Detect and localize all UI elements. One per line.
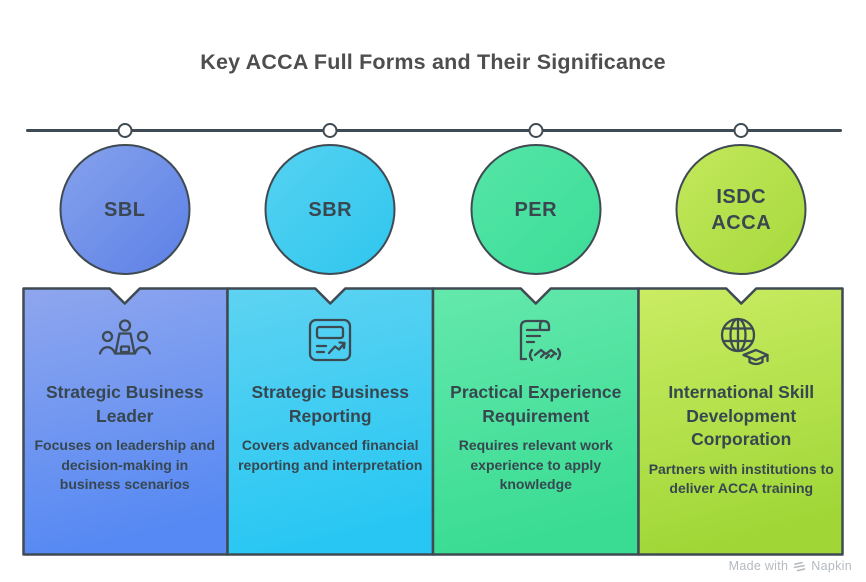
panel-per: Practical Experience Requirement Require… xyxy=(433,287,639,556)
bubble-label: PER xyxy=(514,198,558,221)
panels-background xyxy=(22,287,844,556)
panel-shape-per xyxy=(431,287,640,556)
column-sbl: SBL Str xyxy=(22,123,228,556)
panel-heading: Strategic Business Reporting xyxy=(251,382,410,426)
bubble-sbl: SBL xyxy=(59,144,191,275)
panel-description: Requires relevant work experience to app… xyxy=(458,437,613,492)
timeline-node xyxy=(117,123,133,138)
panel-shape-sbl xyxy=(22,287,229,556)
column-isdc: ISDC ACCA xyxy=(639,123,845,556)
certificate-handshake-icon xyxy=(442,313,630,369)
panel-heading: Strategic Business Leader xyxy=(45,382,204,426)
panel-shape-sbr xyxy=(226,287,435,556)
column-sbr: SBR Strategic Business xyxy=(228,123,434,556)
globe-graduation-icon xyxy=(648,313,836,369)
page-title: Key ACCA Full Forms and Their Significan… xyxy=(200,50,666,74)
timeline-node xyxy=(733,123,749,138)
panel-heading: Practical Experience Requirement xyxy=(450,382,622,426)
panel-isdc: International Skill Development Corporat… xyxy=(639,287,845,556)
timeline-node xyxy=(528,123,544,138)
panel-sbr: Strategic Business Reporting Covers adva… xyxy=(228,287,434,556)
column-per: PER xyxy=(433,123,639,556)
panel-description: Partners with institutions to deliver AC… xyxy=(648,460,834,497)
columns-wrap: SBL Str xyxy=(22,123,844,556)
panel-sbl: Strategic Business Leader Focuses on lea… xyxy=(22,287,228,556)
watermark: Made with Napkin xyxy=(729,559,852,573)
report-chart-icon xyxy=(237,313,425,369)
watermark-brand: Napkin xyxy=(811,559,852,573)
panel-description: Covers advanced financial reporting and … xyxy=(238,437,423,473)
panel-heading: International Skill Development Corporat… xyxy=(668,382,815,450)
bubble-sbr: SBR xyxy=(264,144,396,275)
bubble-per: PER xyxy=(470,144,602,275)
bubble-label: ISDC ACCA xyxy=(711,185,772,234)
bubble-label: SBR xyxy=(308,198,353,221)
bubble-isdc: ISDC ACCA xyxy=(675,144,807,275)
panel-description: Focuses on leadership and decision-makin… xyxy=(34,437,216,492)
presentation-leader-icon xyxy=(31,313,219,369)
napkin-logo-icon xyxy=(793,561,806,571)
bubble-label: SBL xyxy=(104,198,146,221)
panel-shape-isdc xyxy=(637,287,844,556)
timeline-line xyxy=(26,129,842,132)
timeline-node xyxy=(322,123,338,138)
watermark-prefix: Made with xyxy=(728,559,789,573)
